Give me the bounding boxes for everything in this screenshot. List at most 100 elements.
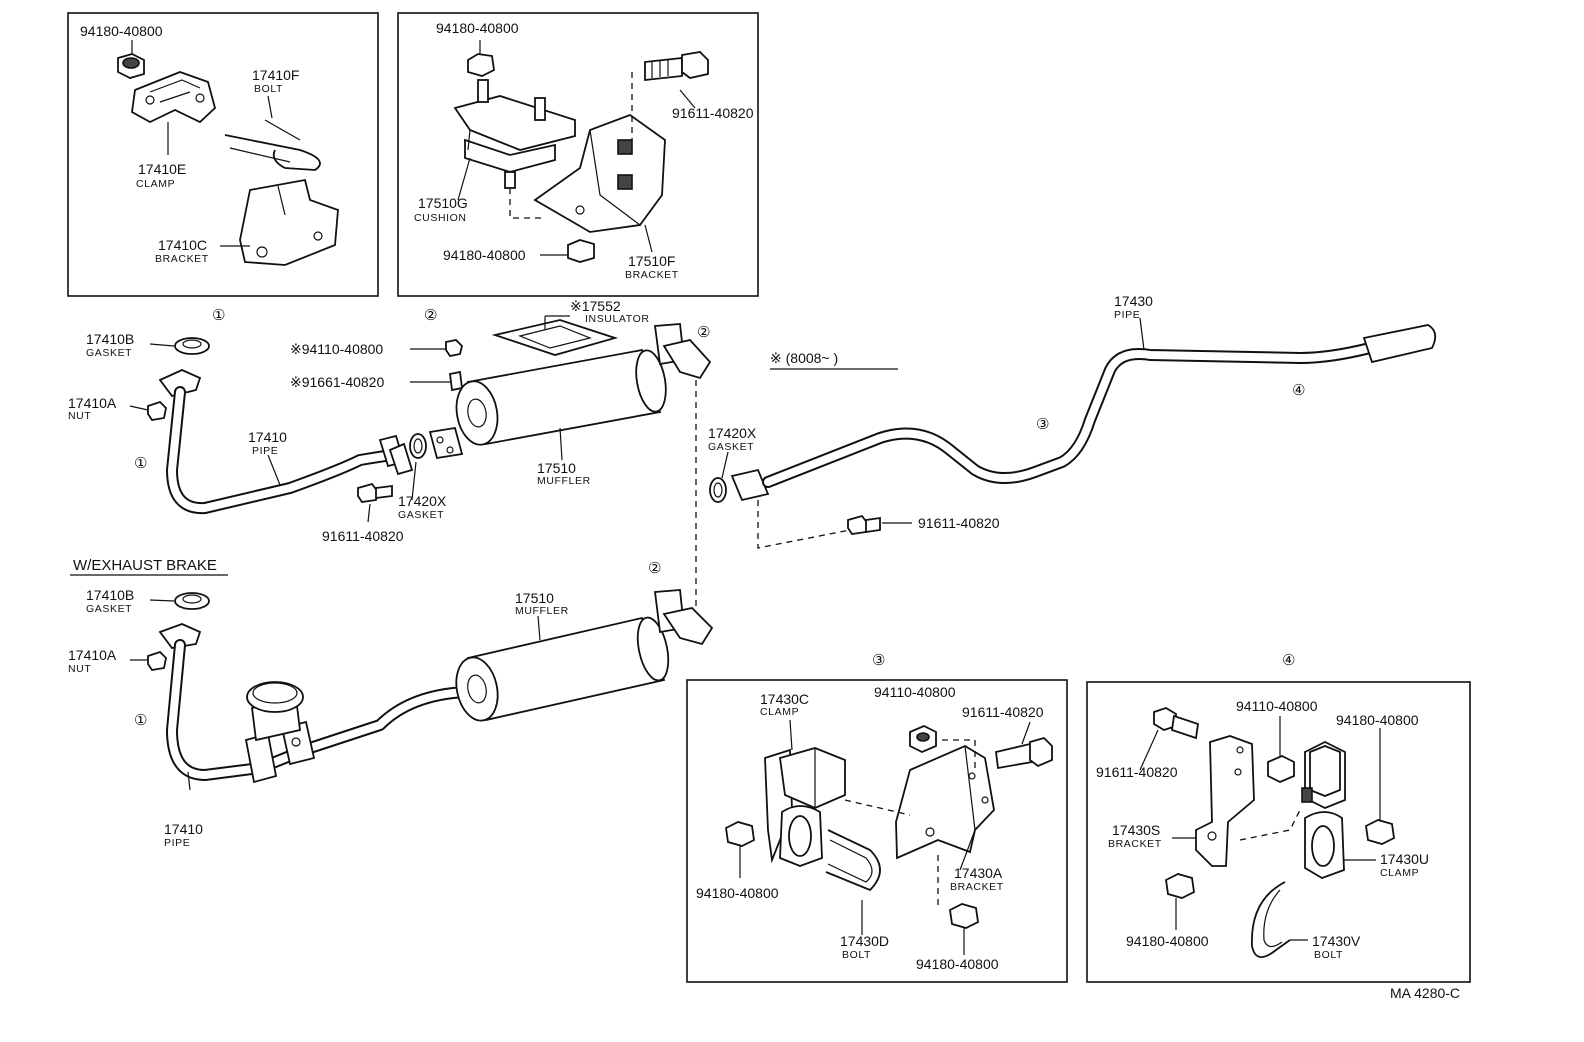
gasket-17420x-label: 17420X	[398, 493, 447, 509]
pipe-17410-sub: PIPE	[252, 445, 278, 457]
eb-muffler-part	[455, 589, 714, 722]
inset-2-frame	[397, 12, 759, 297]
inset-1: 94180-40800 17410F BOLT 17410E CLAMP 174…	[67, 12, 379, 297]
inset-3-bracket-label: 17430A	[954, 865, 1003, 881]
inset-1-bracket-sub: BRACKET	[155, 253, 209, 265]
eb-muffler-sub: MUFFLER	[515, 605, 569, 617]
inset-4-u-bolt-part	[1251, 881, 1308, 958]
inset-3-clamp-label: 17430C	[760, 691, 809, 707]
inset-3-u-bolt-part	[825, 829, 881, 935]
inset-4-nut-label: 94110-40800	[1236, 698, 1318, 714]
eb-pipe-part	[158, 623, 471, 791]
inset-1-leader-bolt	[267, 95, 273, 119]
eb-pipe-sub: PIPE	[164, 837, 190, 849]
inset-3-bottom-nut-part	[949, 903, 979, 929]
eb-gasket-label: 17410B	[86, 587, 134, 603]
inset-4: ④	[1086, 652, 1471, 983]
inset-3-left-nut-part	[725, 821, 755, 847]
inset-4-dash-clamp	[1239, 809, 1301, 841]
tail-pipe-label: 17430	[1114, 293, 1153, 309]
inset-3-clamp-sub: CLAMP	[760, 706, 799, 718]
inset-2-bolt-label: 91611-40820	[672, 105, 754, 121]
inset-1-bracket-part	[239, 178, 339, 266]
inset-4-bracket-label: 17430S	[1112, 822, 1160, 838]
exhaust-brake-variant: W/EXHAUST BRAKE ①	[68, 557, 714, 849]
inset-2-top-nut-label: 94180-40800	[436, 20, 519, 36]
eb-nut-part	[147, 650, 167, 671]
star-nut-label: ※94110-40800	[290, 341, 383, 357]
inset-3: ③	[686, 652, 1068, 983]
nut-17410a-label: 17410A	[68, 395, 117, 411]
rear-gasket-sub: GASKET	[708, 441, 754, 453]
inset-2-leader-bolt	[679, 89, 696, 109]
inset-4-clamp-label: 17430U	[1380, 851, 1429, 867]
inset-4-ubolt-sub: BOLT	[1314, 949, 1343, 961]
inset-2-cushion-sub: CUSHION	[414, 212, 467, 224]
inset-4-right-nut-label: 94180-40800	[1336, 712, 1419, 728]
inset-3-bolt-label: 91611-40820	[962, 704, 1044, 720]
inset-1-nut-label: 94180-40800	[80, 23, 163, 39]
inset-1-nut-part	[117, 53, 145, 79]
gasket-17420x-sub: GASKET	[398, 509, 444, 521]
nut-17410a-sub: NUT	[68, 410, 91, 422]
inset-2-leader-cushion	[457, 157, 471, 201]
front-pipe-17410-part	[158, 369, 414, 515]
inset-2-top-nut-part	[467, 40, 495, 77]
eb-callout-1: ①	[134, 712, 147, 729]
insulator-sub: INSULATOR	[585, 313, 650, 325]
inset-3-callout: ③	[872, 652, 885, 669]
eb-callout-2: ②	[648, 560, 661, 577]
eb-muffler-label: 17510	[515, 590, 554, 606]
callout-1-inset: ①	[212, 307, 225, 324]
inset-1-bolt-sub: BOLT	[254, 83, 283, 95]
inset-4-bracket-part	[1172, 735, 1255, 867]
lower-bolt-part	[357, 482, 393, 523]
callout-2-inset: ②	[424, 307, 437, 324]
rear-gasket-label: 17420X	[708, 425, 757, 441]
muffler-17510-sub: MUFFLER	[537, 475, 591, 487]
inset-1-clamp-part	[131, 71, 217, 124]
inset-4-right-nut-part	[1365, 819, 1395, 845]
insulator-label: ※17552	[570, 298, 621, 314]
inset-1-bracket-label: 17410C	[158, 237, 207, 253]
star-bolt-label: ※91661-40820	[290, 374, 384, 390]
inset-4-clamp-part	[1301, 740, 1376, 879]
inset-4-ubolt-label: 17430V	[1312, 933, 1361, 949]
inset-2-bracket-label: 17510F	[628, 253, 675, 269]
inset-1-clamp-sub: CLAMP	[136, 178, 175, 190]
rear-bolt-dash	[757, 500, 851, 549]
inset-3-nut-label: 94110-40800	[874, 684, 956, 700]
rear-gasket-part	[709, 477, 727, 503]
inset-1-clamp-label: 17410E	[138, 161, 186, 177]
tail-pipe-sub: PIPE	[1114, 309, 1140, 321]
eb-gasket-sub: GASKET	[86, 603, 132, 615]
rear-flange-part	[730, 468, 770, 502]
callout-1-pipe: ①	[134, 455, 147, 472]
figure-code: MA 4280-C	[1390, 985, 1460, 1001]
inset-4-bracket-sub: BRACKET	[1108, 838, 1162, 850]
inset-4-bottom-nut-label: 94180-40800	[1126, 933, 1209, 949]
exhaust-brake-unit-part	[244, 681, 316, 784]
inset-1-frame	[67, 12, 379, 297]
callout-3-main: ③	[1036, 416, 1049, 433]
pipe-17410-label: 17410	[248, 429, 287, 445]
inset-2: 94180-40800 91611-40820 17510G CUSHION 9…	[397, 12, 759, 297]
inset-2-cushion-part	[453, 79, 576, 189]
muffler-flange-part	[428, 426, 464, 460]
inset-1-u-bolt-part	[224, 119, 321, 171]
inset-2-cushion-label: 17510G	[418, 195, 468, 211]
inset-4-bottom-nut-part	[1165, 873, 1195, 899]
inset-2-leader-bracket	[644, 224, 653, 253]
lower-bolt-label: 91611-40820	[322, 528, 404, 544]
inset-3-clamp-part	[764, 719, 846, 867]
inset-3-frame	[686, 679, 1068, 983]
inset-3-bracket-part	[895, 744, 995, 860]
inset-4-clamp-sub: CLAMP	[1380, 867, 1419, 879]
inset-2-bolt-part	[644, 51, 709, 82]
inset-3-ubolt-sub: BOLT	[842, 949, 871, 961]
inset-2-bracket-sub: BRACKET	[625, 269, 679, 281]
star-nut-part	[445, 339, 463, 358]
inset-3-left-nut-label: 94180-40800	[696, 885, 779, 901]
inset-3-dash-nut	[942, 739, 976, 770]
muffler-17510-part	[455, 323, 712, 461]
